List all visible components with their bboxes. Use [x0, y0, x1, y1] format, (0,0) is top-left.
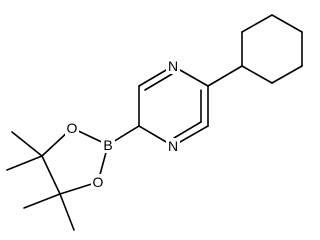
- atom-label-o-upper: O: [67, 120, 78, 136]
- atom-labels: N N B O O: [65, 58, 180, 190]
- bond-cyclohexyl-6: [241, 65, 273, 84]
- bond-c1-c2: [41, 155, 61, 195]
- atom-bg-boron: [101, 137, 115, 153]
- atom-label-o-lower: O: [93, 174, 104, 190]
- bond-methyl-1: [11, 131, 43, 157]
- bond-cyclohexyl-pyrazine: [207, 65, 243, 87]
- bonds: [6, 14, 303, 231]
- bond-cyclohexyl-3: [271, 14, 303, 33]
- bond-methyl-3: [23, 193, 61, 209]
- atom-bg-o-lower: [91, 174, 105, 190]
- chemical-structure: N N B O O: [6, 14, 303, 231]
- bond-methyl-2: [6, 155, 43, 171]
- atom-bg-n-bottom: [166, 138, 180, 154]
- bond-cyclohexyl-5: [271, 65, 303, 84]
- bond-pyrazine-n4-c3-inner: [144, 73, 173, 91]
- bond-cyclohexyl-2: [241, 14, 273, 33]
- atom-label-n-top: N: [168, 58, 178, 74]
- atom-label-n-bottom: N: [168, 138, 178, 154]
- atom-label-boron: B: [103, 137, 112, 153]
- bond-pyrazine-n1-c6-inner: [173, 121, 202, 139]
- bond-methyl-4: [59, 193, 75, 231]
- atom-bg-n-top: [166, 58, 180, 74]
- atom-bg-o-upper: [65, 120, 79, 136]
